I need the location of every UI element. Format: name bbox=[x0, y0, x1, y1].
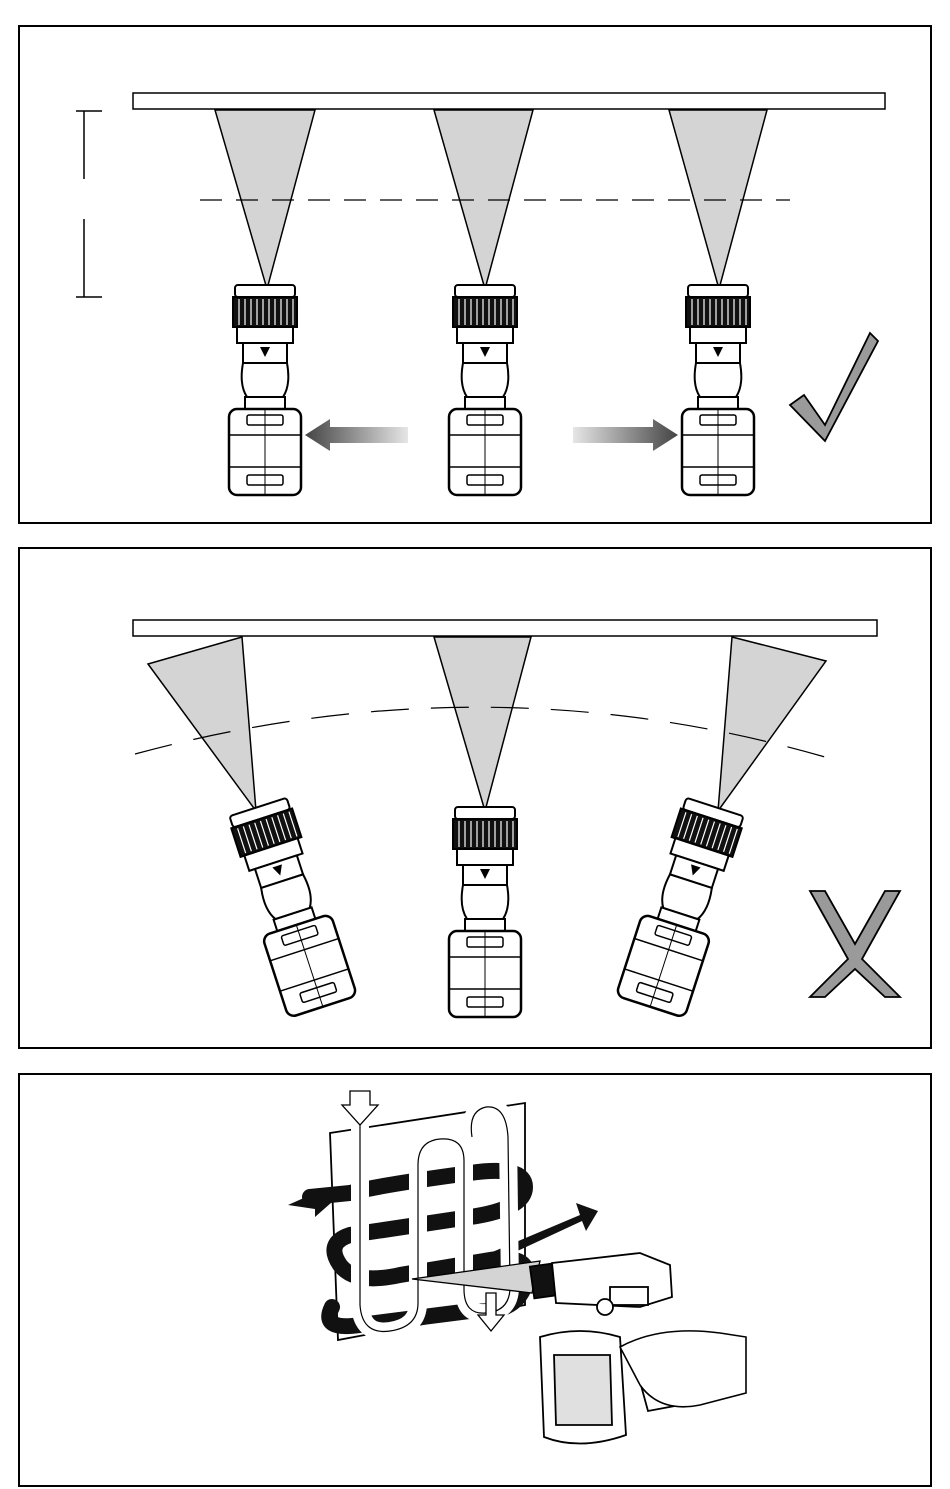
spray-gun-center bbox=[449, 807, 521, 1017]
spray-gun-left bbox=[229, 285, 301, 495]
spray-pattern-diagram bbox=[20, 1075, 930, 1485]
panel-spray-pattern bbox=[18, 1073, 932, 1487]
incorrect-technique-diagram bbox=[20, 549, 930, 1047]
spray-gun-center bbox=[449, 285, 521, 495]
spray-cones bbox=[148, 637, 826, 811]
spray-gun-right-tilted bbox=[616, 796, 749, 1018]
distance-dimension bbox=[76, 111, 102, 297]
spray-gun-left-tilted bbox=[224, 796, 357, 1018]
arrow-down-start-icon bbox=[342, 1091, 378, 1125]
hand bbox=[620, 1331, 746, 1407]
arrow-left-icon bbox=[305, 419, 408, 451]
panel-correct-technique bbox=[18, 25, 932, 524]
check-mark-icon bbox=[790, 333, 878, 441]
arrow-right-icon bbox=[573, 419, 678, 451]
correct-technique-diagram bbox=[20, 27, 930, 522]
panel-incorrect-technique bbox=[18, 547, 932, 1049]
wall-surface bbox=[133, 93, 885, 109]
wall-surface bbox=[133, 620, 877, 636]
spray-gun-right bbox=[682, 285, 754, 495]
x-mark-icon bbox=[810, 891, 900, 997]
